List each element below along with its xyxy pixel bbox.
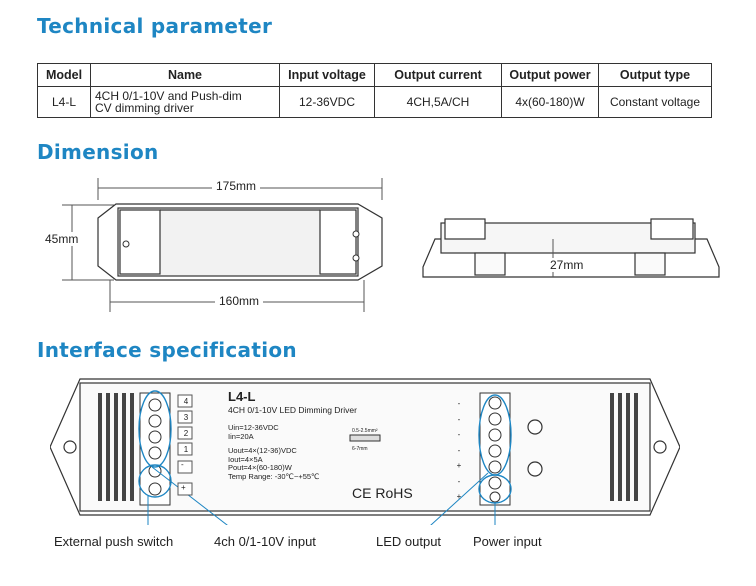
spec-temp: Temp Range: -30℃~+55℃ xyxy=(228,471,320,481)
wire-strip-label: 6-7mm xyxy=(352,446,368,452)
col-name: Name xyxy=(90,63,280,87)
spec-iin: Iin=20A xyxy=(228,431,254,441)
terminal-minus: - xyxy=(181,460,184,469)
col-output-type: Output type xyxy=(598,63,712,87)
terminal-1: 1 xyxy=(183,445,189,454)
rt-3: - xyxy=(457,445,461,455)
left-terminal-numbers: 4 3 2 1 xyxy=(180,394,192,458)
dim-length-inner: 160mm xyxy=(215,294,264,308)
rt-5: - xyxy=(457,476,461,486)
side-view-drawing xyxy=(422,218,720,278)
rt-0: - xyxy=(457,399,461,408)
section-title-interface: Interface specification xyxy=(37,338,297,362)
device-model: L4-L xyxy=(228,389,256,404)
callout-dim-input: 4ch 0/1-10V input xyxy=(214,534,316,549)
cell-output-type: Constant voltage xyxy=(598,86,712,118)
rt-4: + xyxy=(456,461,462,470)
callout-power-input: Power input xyxy=(473,534,542,549)
spec-table: Model Name Input voltage Output current … xyxy=(37,63,712,118)
terminal-3: 3 xyxy=(183,413,189,422)
table-row: L4-L 4CH 0/1-10V and Push-dim CV dimming… xyxy=(37,86,712,118)
top-view-drawing xyxy=(62,178,383,312)
cell-model: L4-L xyxy=(37,86,91,118)
rt-1: - xyxy=(457,414,461,424)
col-output-power: Output power xyxy=(501,63,599,87)
dim-width: 45mm xyxy=(45,232,79,246)
cert-marks: CE RoHS xyxy=(352,485,413,501)
section-title-technical: Technical parameter xyxy=(37,14,273,38)
col-model: Model xyxy=(37,63,91,87)
spec-uout: Uout=4×(12-36)VDC xyxy=(228,446,297,455)
terminal-plus: + xyxy=(181,483,186,492)
rt-6: + xyxy=(456,492,462,501)
wire-gauge-label: 0.5-2.5mm² xyxy=(352,428,378,434)
col-input-voltage: Input voltage xyxy=(279,63,375,87)
cell-name-line1: 4CH 0/1-10V and Push-dim xyxy=(95,89,242,103)
col-output-current: Output current xyxy=(374,63,502,87)
left-terminal-labels xyxy=(177,394,193,496)
cell-name: 4CH 0/1-10V and Push-dim CV dimming driv… xyxy=(90,86,280,118)
cell-name-line2: CV dimming driver xyxy=(95,101,194,115)
terminal-4: 4 xyxy=(183,397,189,406)
callout-push-switch: External push switch xyxy=(54,534,174,549)
dim-length-outer: 175mm xyxy=(212,179,261,193)
callout-led-output: LED output xyxy=(376,534,442,549)
spec-uin: Uin=12-36VDC xyxy=(228,423,279,432)
cell-output-current: 4CH,5A/CH xyxy=(374,86,502,118)
spec-iout: Iout=4×5A xyxy=(228,454,263,464)
cell-output-power: 4x(60-180)W xyxy=(501,86,599,118)
spec-pout: Pout=4×(60-180)W xyxy=(228,463,292,472)
dim-height: 27mm xyxy=(546,258,588,272)
table-header-row: Model Name Input voltage Output current … xyxy=(37,63,712,87)
device-specs: Uin=12-36VDC Iin=20A Uout=4×(12-36)VDC I… xyxy=(228,423,320,481)
right-terminal-labels: - - - - + - + xyxy=(454,396,464,505)
terminal-2: 2 xyxy=(183,429,189,438)
section-title-dimension: Dimension xyxy=(37,140,159,164)
device-subtitle: 4CH 0/1-10V LED Dimming Driver xyxy=(228,405,357,415)
cell-input-voltage: 12-36VDC xyxy=(279,86,375,118)
interface-drawing xyxy=(50,378,680,525)
rt-2: - xyxy=(457,430,461,439)
